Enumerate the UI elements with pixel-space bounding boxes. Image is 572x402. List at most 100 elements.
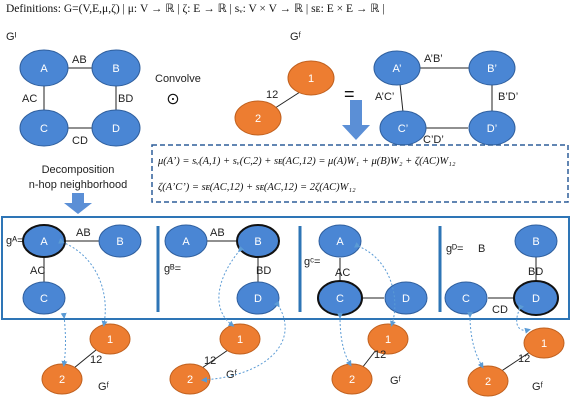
f3-edge bbox=[361, 349, 377, 369]
formula-box bbox=[151, 144, 569, 203]
f2-node-2-label: 2 bbox=[187, 374, 193, 386]
panel-b-node-b bbox=[236, 224, 280, 258]
map-arrow-a1 bbox=[58, 238, 108, 327]
node-d-label: D bbox=[112, 123, 120, 135]
panel-d-node-b bbox=[514, 224, 558, 258]
f3-node-2-label: 2 bbox=[349, 374, 355, 386]
node-c-label: C bbox=[40, 123, 48, 135]
map-arrow-d1 bbox=[516, 304, 531, 334]
result-node-a-label: A’ bbox=[393, 63, 402, 75]
node-a-label: A bbox=[40, 63, 48, 75]
equals-symbol: = bbox=[344, 84, 355, 104]
filter-node-2 bbox=[234, 100, 282, 136]
f4-title: Gᶠ bbox=[532, 381, 544, 393]
edge-bd-label: BD bbox=[118, 93, 133, 105]
panel-b-edge-bd-label: BD bbox=[256, 265, 271, 277]
panel-c-node-a bbox=[318, 224, 362, 258]
f1-edge bbox=[73, 349, 97, 369]
panel-c-edge-ac-label: AC bbox=[335, 267, 350, 279]
edge-ac-label: AC bbox=[22, 93, 37, 105]
definitions-text: Definitions: G=(V,E,μ,ζ) | μ: V → ℝ | ζ:… bbox=[6, 3, 385, 15]
graph-f-title: Gᶠ bbox=[290, 31, 302, 43]
panel-d-label: gᴰ= bbox=[446, 243, 463, 255]
f4-edge bbox=[499, 351, 531, 373]
edge-12 bbox=[271, 91, 301, 111]
panel-b-label: gᴮ= bbox=[164, 263, 181, 275]
panel-a-node-b-label: B bbox=[116, 236, 123, 248]
panel-c-node-d-label: D bbox=[402, 293, 410, 305]
f4-edge-label: 12 bbox=[518, 353, 530, 365]
panel-b-node-d-label: D bbox=[254, 293, 262, 305]
map-arrow-a2 bbox=[60, 312, 68, 367]
f2-node-1-label: 1 bbox=[237, 334, 243, 346]
panel-d-node-c bbox=[444, 281, 488, 315]
panel-a-label: gᴬ= bbox=[6, 235, 24, 247]
map-arrow-d2 bbox=[466, 311, 484, 369]
result-edge-bd-label: B’D’ bbox=[498, 91, 518, 103]
decomposition-line1: Decomposition bbox=[42, 164, 115, 176]
f3-node-1-label: 1 bbox=[385, 334, 391, 346]
panel-b-edge-ab-label: AB bbox=[210, 227, 225, 239]
f3-title: Gᶠ bbox=[390, 375, 402, 387]
filter-node-1-label: 1 bbox=[308, 73, 314, 85]
edge-12-label: 12 bbox=[266, 89, 278, 101]
down-arrow-decomposition bbox=[64, 193, 92, 214]
panel-a-node-a-label: A bbox=[40, 236, 48, 248]
decomposition-line2: n-hop neighborhood bbox=[29, 179, 127, 191]
result-edge-ac bbox=[399, 83, 404, 113]
node-a bbox=[19, 49, 69, 87]
panel-c-node-a-label: A bbox=[336, 236, 344, 248]
f4-node-2-label: 2 bbox=[485, 376, 491, 388]
map-arrow-b1 bbox=[218, 245, 245, 327]
panel-d-extra: B bbox=[478, 243, 485, 255]
node-c bbox=[19, 109, 69, 147]
f4-node-1-label: 1 bbox=[541, 338, 547, 350]
panel-c-label: gᶜ= bbox=[304, 256, 320, 268]
edge-cd-label: CD bbox=[72, 135, 88, 147]
result-edge-ab-label: A’B’ bbox=[424, 53, 443, 65]
node-b-label: B bbox=[112, 63, 119, 75]
f2-edge-label: 12 bbox=[204, 355, 216, 367]
result-edge-ac-label: A’C’ bbox=[375, 91, 394, 103]
result-node-d-label: D’ bbox=[487, 123, 497, 135]
filter-node-2-label: 2 bbox=[255, 113, 261, 125]
down-arrow-formula bbox=[342, 100, 370, 140]
f4-node-1 bbox=[523, 327, 565, 359]
node-d bbox=[91, 109, 141, 147]
convolve-label: Convolve bbox=[155, 73, 201, 85]
decomposition-panels bbox=[1, 216, 570, 320]
panel-d-node-c-label: C bbox=[462, 293, 470, 305]
panel-c-node-c-label: C bbox=[336, 293, 344, 305]
panel-d-node-b-label: B bbox=[532, 236, 539, 248]
panel-a-node-c-label: C bbox=[40, 293, 48, 305]
result-node-b-label: B’ bbox=[487, 63, 497, 75]
panel-b-node-a-label: A bbox=[182, 236, 190, 248]
panel-b-node-b-label: B bbox=[254, 236, 261, 248]
panel-d-node-d-label: D bbox=[532, 293, 540, 305]
mapping-arrows bbox=[58, 238, 531, 383]
panel-d-edge-bd-label: BD bbox=[528, 266, 543, 278]
f3-node-2 bbox=[331, 363, 373, 395]
f1-node-2-label: 2 bbox=[59, 374, 65, 386]
filter-node-1 bbox=[287, 60, 335, 96]
edge-ab-label: AB bbox=[72, 54, 87, 66]
f1-node-1 bbox=[89, 323, 131, 355]
panel-a-edge-ac-label: AC bbox=[30, 265, 45, 277]
panel-a-edge-ab-label: AB bbox=[76, 227, 91, 239]
formula-zeta: ζ(A’C’) = sᴇ(AC,12) + sᴇ(AC,12) = 2ζ(AC)… bbox=[158, 182, 356, 193]
result-node-c-label: C’ bbox=[398, 123, 408, 135]
formula-mu: μ(A’) = sᵥ(A,1) + sᵥ(C,2) + sᴇ(AC,12) = … bbox=[157, 156, 456, 167]
map-arrow-c1 bbox=[354, 242, 396, 327]
map-arrow-b2 bbox=[201, 300, 286, 383]
f1-node-1-label: 1 bbox=[107, 334, 113, 346]
convolve-symbol: ⊙ bbox=[166, 89, 179, 108]
result-node-b bbox=[468, 50, 516, 86]
graph-i-title: Gᴵ bbox=[6, 31, 17, 43]
f1-title: Gᶠ bbox=[98, 381, 110, 393]
f3-edge-label: 12 bbox=[374, 349, 386, 361]
result-edge-cd-label: C’D’ bbox=[423, 134, 444, 146]
f1-edge-label: 12 bbox=[90, 354, 102, 366]
panel-b-node-a bbox=[164, 224, 208, 258]
map-arrow-c2 bbox=[336, 312, 352, 367]
